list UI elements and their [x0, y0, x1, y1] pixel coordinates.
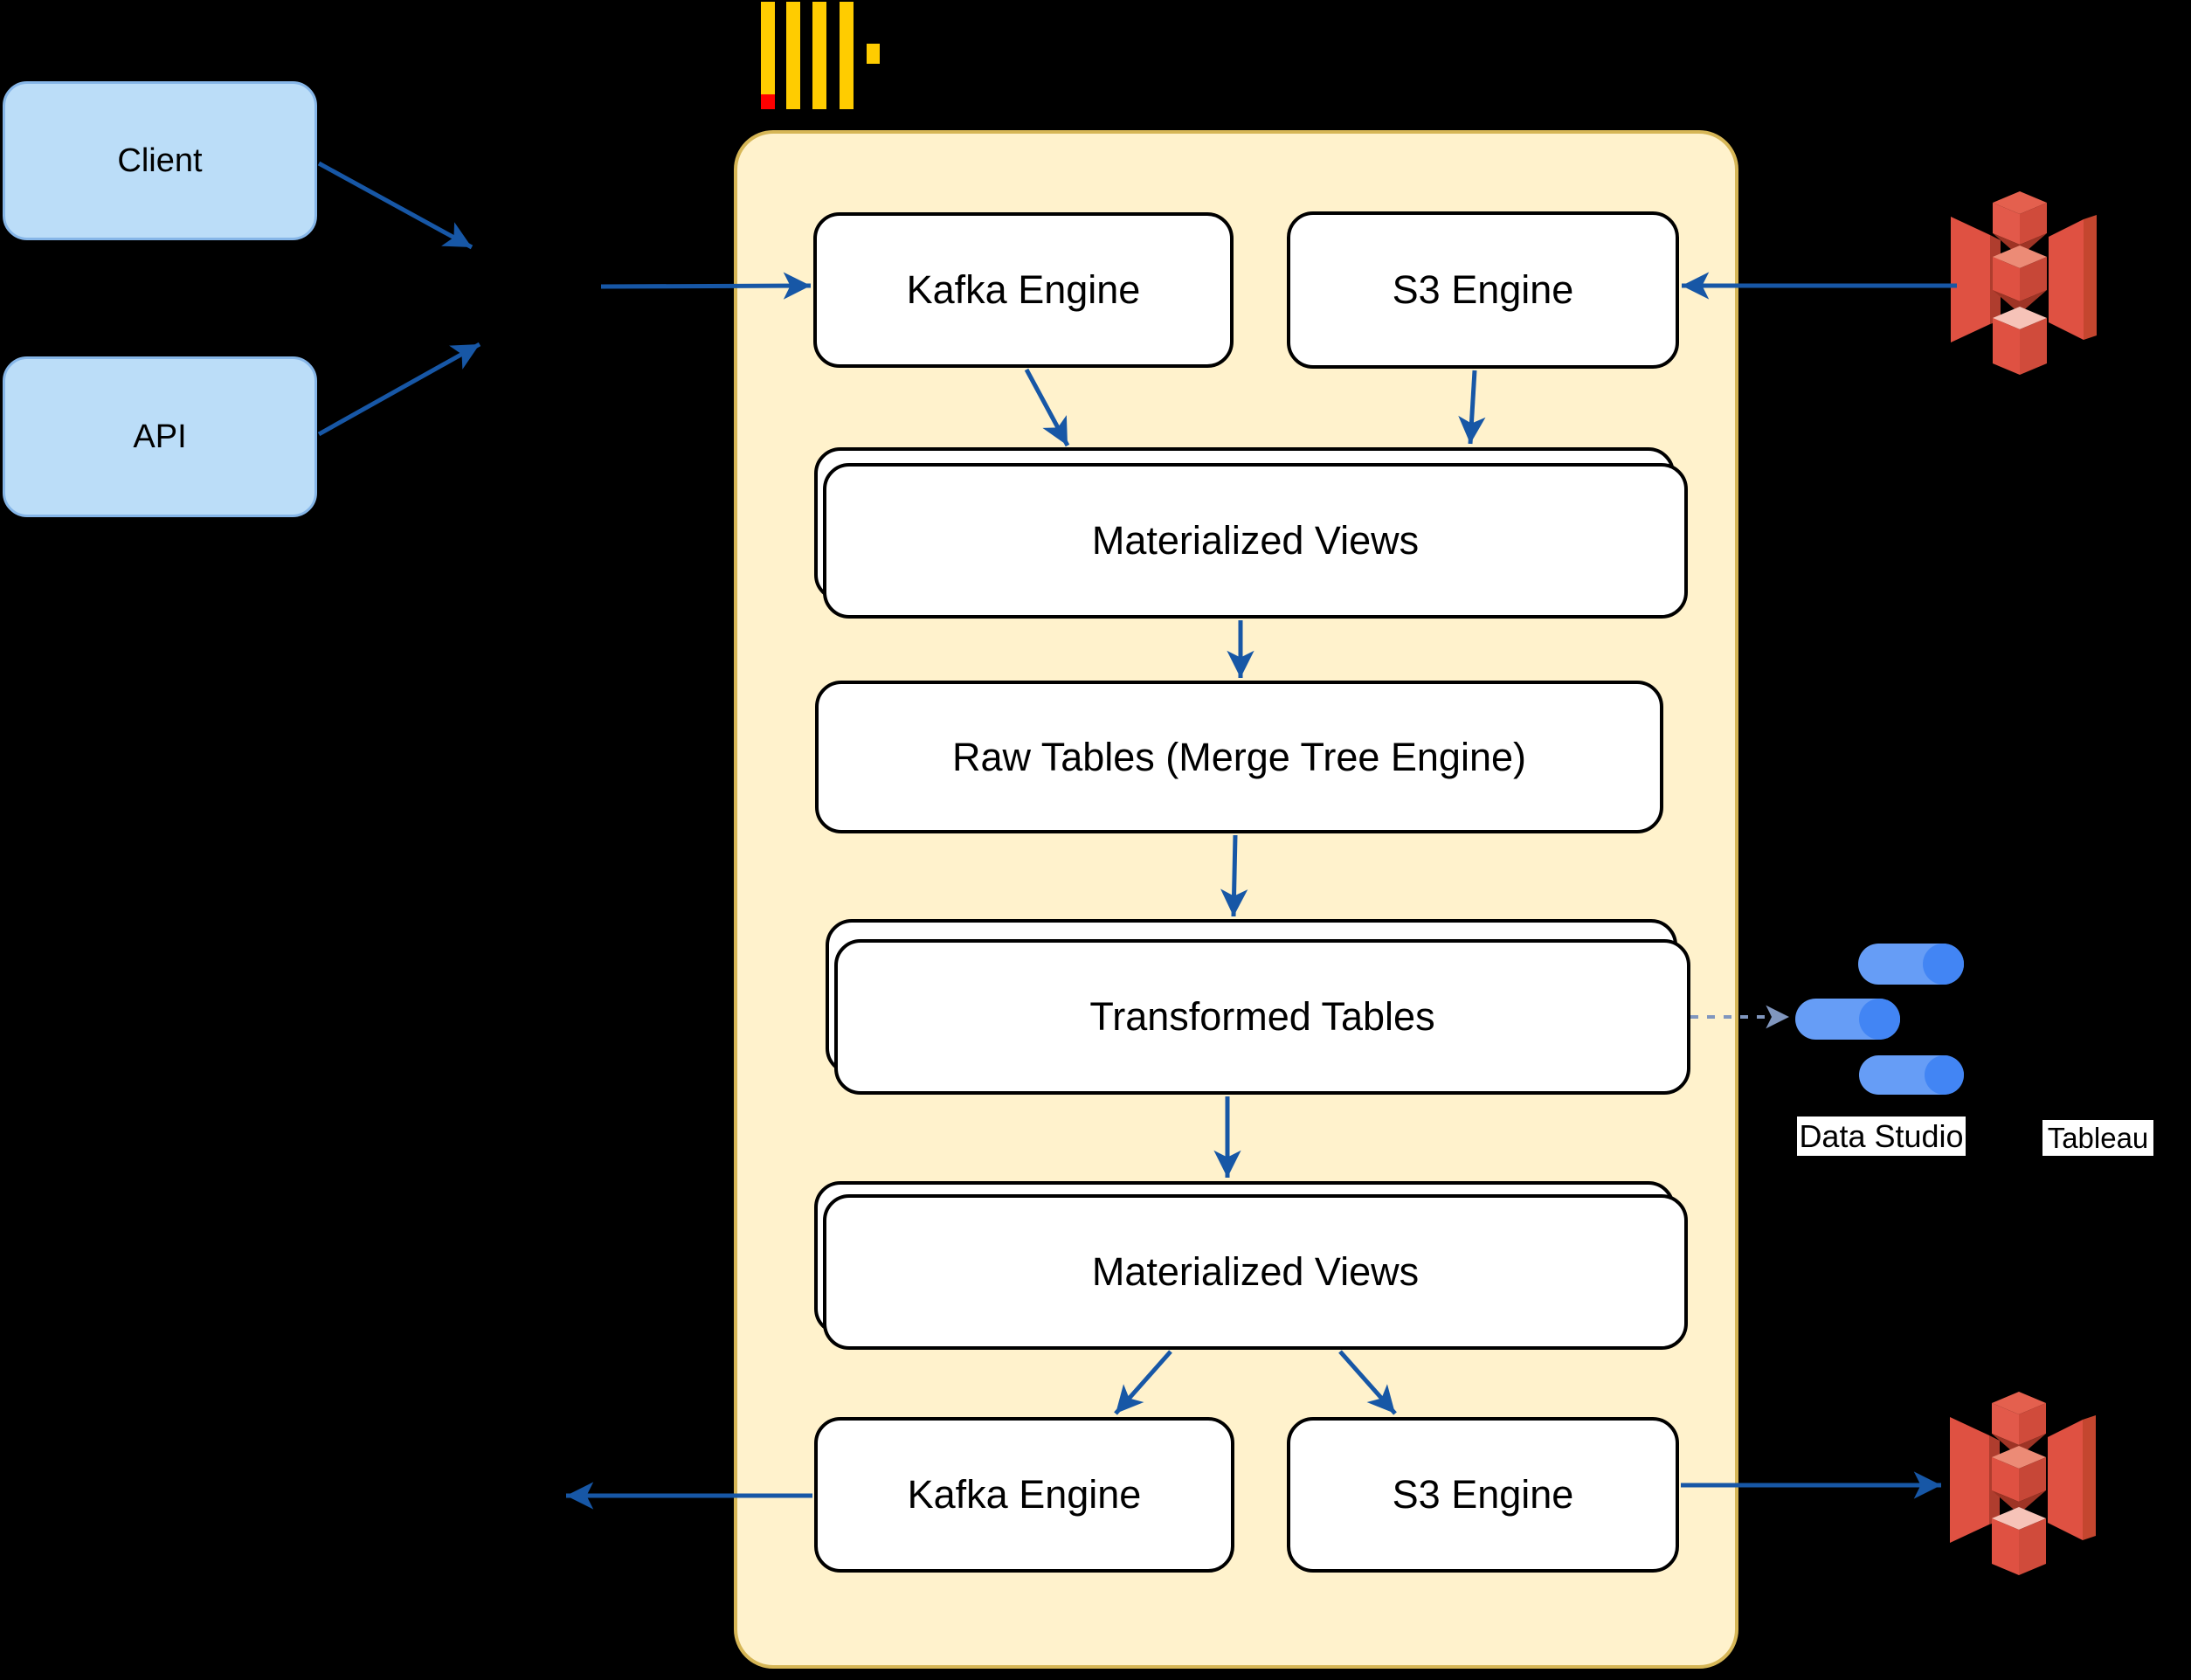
arrow-api-out: [317, 342, 481, 437]
tableau-label-text: Tableau: [2047, 1121, 2149, 1154]
node-materialized-views-1-label: Materialized Views: [1091, 518, 1420, 563]
clickhouse-logo-short-bar: [867, 44, 880, 64]
data-studio-icon-bar: [1858, 944, 1964, 985]
node-s3-engine-bottom-label: S3 Engine: [1392, 1472, 1574, 1517]
data-studio-icon-cap: [1859, 999, 1900, 1040]
node-kafka-engine-bottom-label: Kafka Engine: [907, 1472, 1142, 1517]
node-materialized-views-1: Materialized Views: [823, 463, 1688, 619]
data-studio-icon-cap: [1923, 944, 1964, 985]
clickhouse-logo-bar: [761, 2, 775, 109]
data-studio-icon-cap: [1925, 1055, 1964, 1095]
node-client-label: Client: [117, 142, 203, 179]
data-studio-icon-bar: [1859, 1055, 1964, 1095]
aws-s3-bucket-icon: [1950, 1392, 2096, 1575]
clickhouse-logo-bar: [786, 2, 800, 109]
node-transformed-tables-label: Transformed Tables: [1089, 994, 1435, 1039]
clickhouse-logo-red-segment: [761, 94, 775, 109]
node-transformed-tables: Transformed Tables: [834, 939, 1690, 1095]
node-kafka-engine-top-label: Kafka Engine: [906, 267, 1141, 312]
node-kafka-engine-top: Kafka Engine: [813, 212, 1234, 368]
node-s3-engine-bottom: S3 Engine: [1287, 1417, 1679, 1573]
node-s3-engine-top-label: S3 Engine: [1392, 267, 1574, 312]
clickhouse-logo-bar: [812, 2, 826, 109]
node-materialized-views-2-label: Materialized Views: [1091, 1249, 1420, 1294]
node-client: Client: [3, 81, 317, 240]
node-raw-tables: Raw Tables (Merge Tree Engine): [815, 681, 1663, 833]
data-studio-icon-bar: [1795, 999, 1900, 1040]
data-studio-label-text: Data Studio: [1799, 1117, 1964, 1154]
clickhouse-logo-bar: [840, 2, 854, 109]
node-kafka-engine-bottom: Kafka Engine: [814, 1417, 1234, 1573]
node-api: API: [3, 356, 317, 517]
data-studio-label: Data Studio: [1797, 1117, 1966, 1156]
node-raw-tables-label: Raw Tables (Merge Tree Engine): [952, 734, 1526, 779]
node-api-label: API: [133, 418, 187, 455]
node-materialized-views-2: Materialized Views: [823, 1194, 1688, 1350]
tableau-label: Tableau: [2042, 1120, 2153, 1156]
aws-s3-bucket-icon: [1951, 191, 2097, 375]
node-s3-engine-top: S3 Engine: [1287, 211, 1679, 369]
arrow-client-out: [317, 161, 473, 250]
clickhouse-logo-icon: [761, 2, 883, 109]
